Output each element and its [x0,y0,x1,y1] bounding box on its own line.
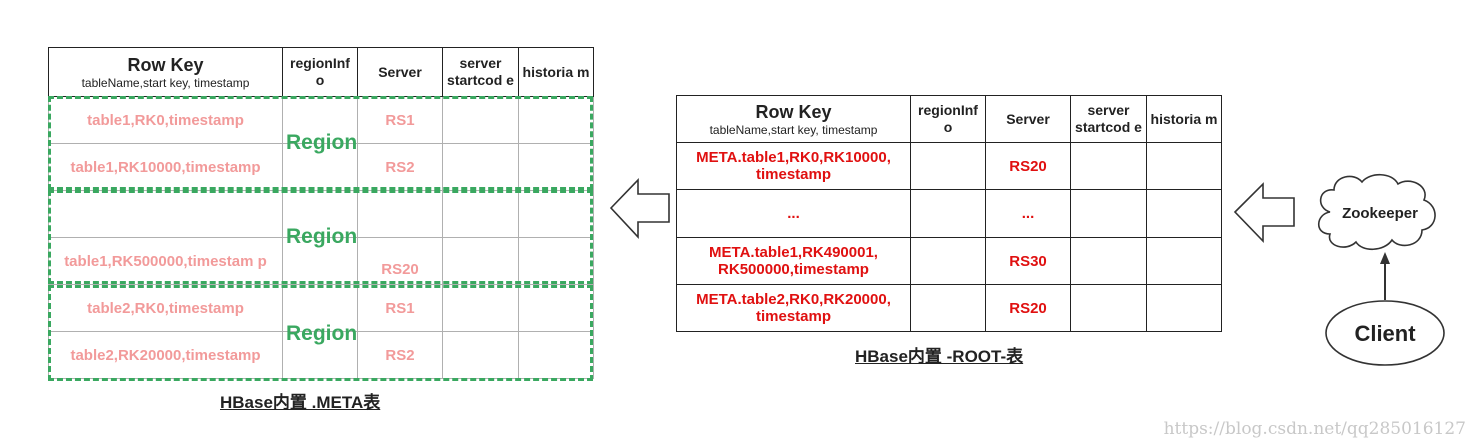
left-arrow-icon [609,178,670,240]
meta-row-key: table1,RK500000,timestam p [48,237,283,285]
meta-caption: HBase内置 .META表 [220,393,381,412]
meta-header-region-info: regionInf o [282,47,358,97]
meta-server-cell: RS2 [357,331,443,379]
root-historian-cell [1146,237,1222,285]
meta-server-cell: RS20 [357,237,443,285]
root-header-historian: historia m [1146,95,1222,143]
root-startcode-cell [1070,284,1147,332]
meta-historian-cell [518,331,594,379]
meta-header-historian: historia m [518,47,594,97]
root-header-startcode: server startcod e [1070,95,1147,143]
root-header-row-key-sub: tableName,start key, timestamp [709,122,878,137]
region-box [48,96,593,190]
meta-row-key: table1,RK10000,timestamp [48,143,283,191]
meta-row-key: table2,RK20000,timestamp [48,331,283,379]
root-region-info-cell [910,142,986,190]
region-box [48,190,593,284]
root-server-cell: RS20 [985,142,1071,190]
root-row-key: META.table1,RK0,RK10000, timestamp [676,142,911,190]
region-label: Region [286,225,358,248]
region-label: Region [286,322,358,345]
left-arrow-icon [1233,182,1295,243]
meta-header-row-key-title: Row Key [127,54,204,75]
meta-region-info-cell [282,190,358,238]
root-header-row-key-title: Row Key [755,101,832,122]
zookeeper-label: Zookeeper [1342,205,1418,222]
meta-header-server: Server [357,47,443,97]
meta-row-key: table1,RK0,timestamp [48,96,283,144]
meta-historian-cell [518,237,594,285]
root-row-key: META.table2,RK0,RK20000, timestamp [676,284,911,332]
meta-server-cell: RS1 [357,96,443,144]
root-table: Row Key tableName,start key, timestamp r… [676,95,1222,332]
watermark: https://blog.csdn.net/qq285016127 [1163,419,1466,439]
client-label: Client [1354,321,1416,346]
root-header-row-key: Row Key tableName,start key, timestamp [676,95,911,143]
meta-historian-cell [518,96,594,144]
region-label: Region [286,131,358,154]
root-header-server: Server [985,95,1071,143]
root-header-region-info: regionInf o [910,95,986,143]
meta-region-info-cell [282,143,358,191]
root-region-info-cell [910,284,986,332]
root-historian-cell [1146,284,1222,332]
root-server-cell: RS30 [985,237,1071,285]
meta-row-key [48,190,283,238]
meta-startcode-cell [442,331,519,379]
meta-historian-cell [518,143,594,191]
root-row-key: ... [676,189,911,238]
up-arrow-icon [1380,252,1390,264]
region-box [48,285,593,381]
root-caption: HBase内置 -ROOT-表 [855,347,1024,366]
root-server-cell: ... [985,189,1071,238]
meta-server-cell [357,190,443,238]
meta-header-row-key-sub: tableName,start key, timestamp [81,75,250,90]
cloud-icon [1317,173,1436,251]
client-node [1325,300,1445,366]
root-startcode-cell [1070,189,1147,238]
